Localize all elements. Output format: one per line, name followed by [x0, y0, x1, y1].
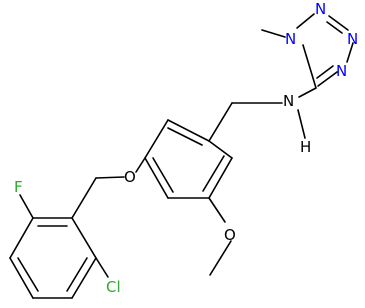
bond-n-methyl: [261, 29, 286, 38]
bond-c-f: [19, 194, 34, 219]
bond-ring2-a3-double: [17, 257, 39, 292]
bond-ring-a2: [144, 119, 169, 159]
atom-chlorine: Cl: [106, 278, 121, 296]
bond-c5-n4: [302, 44, 317, 89]
bond-n1-c5-double: [316, 65, 334, 79]
bonds: [9, 13, 354, 299]
atom-h-amine: H: [300, 138, 311, 156]
bond-n-h: [297, 109, 306, 139]
atom-o-methoxy: O: [224, 226, 236, 244]
bond-n3-n2: [328, 15, 349, 31]
bond-n1-c5: [317, 71, 338, 87]
atom-n-tetrazole-1: N: [336, 62, 347, 80]
bond-ch2-ring2: [71, 177, 97, 219]
bond-ring2-a6: [71, 217, 97, 259]
bond-ring2-a5: [71, 257, 97, 299]
bond-ring-o: [135, 157, 146, 173]
bond-ring-a1-double: [167, 127, 203, 146]
bond-ring-ome: [208, 197, 226, 223]
atom-n-tetrazole-3: N: [315, 0, 326, 18]
atom-n-methyl: N: [285, 30, 296, 48]
bond-n4-n3: [296, 13, 315, 29]
atom-n-tetrazole-2: N: [347, 30, 358, 48]
bond-ring2-a3: [9, 257, 34, 299]
atom-labels: N N N N N H O O F Cl: [14, 0, 358, 296]
bond-o-ch2: [95, 176, 125, 179]
bond-n3-n2-double: [326, 21, 343, 34]
atom-fluorine: F: [14, 178, 23, 196]
bond-ch2-ring: [208, 102, 233, 142]
bond-ring-a3-double: [152, 157, 174, 193]
atom-n-amine: N: [283, 92, 294, 110]
bond-ring2-a5-double: [66, 257, 88, 292]
bond-o-me: [209, 240, 232, 276]
bond-ring-a1: [167, 119, 210, 142]
bond-ring-a6: [208, 140, 233, 159]
bond-n2-n1: [346, 42, 354, 63]
bond-ring-a5-double: [202, 155, 225, 192]
atom-o-ether: O: [124, 168, 136, 186]
bond-ring2-a2: [9, 217, 34, 259]
bond-c-cl: [95, 257, 109, 278]
bond-ring-a5: [208, 157, 233, 199]
bond-c5-nh: [298, 87, 317, 98]
bond-ring-a3: [144, 157, 169, 199]
